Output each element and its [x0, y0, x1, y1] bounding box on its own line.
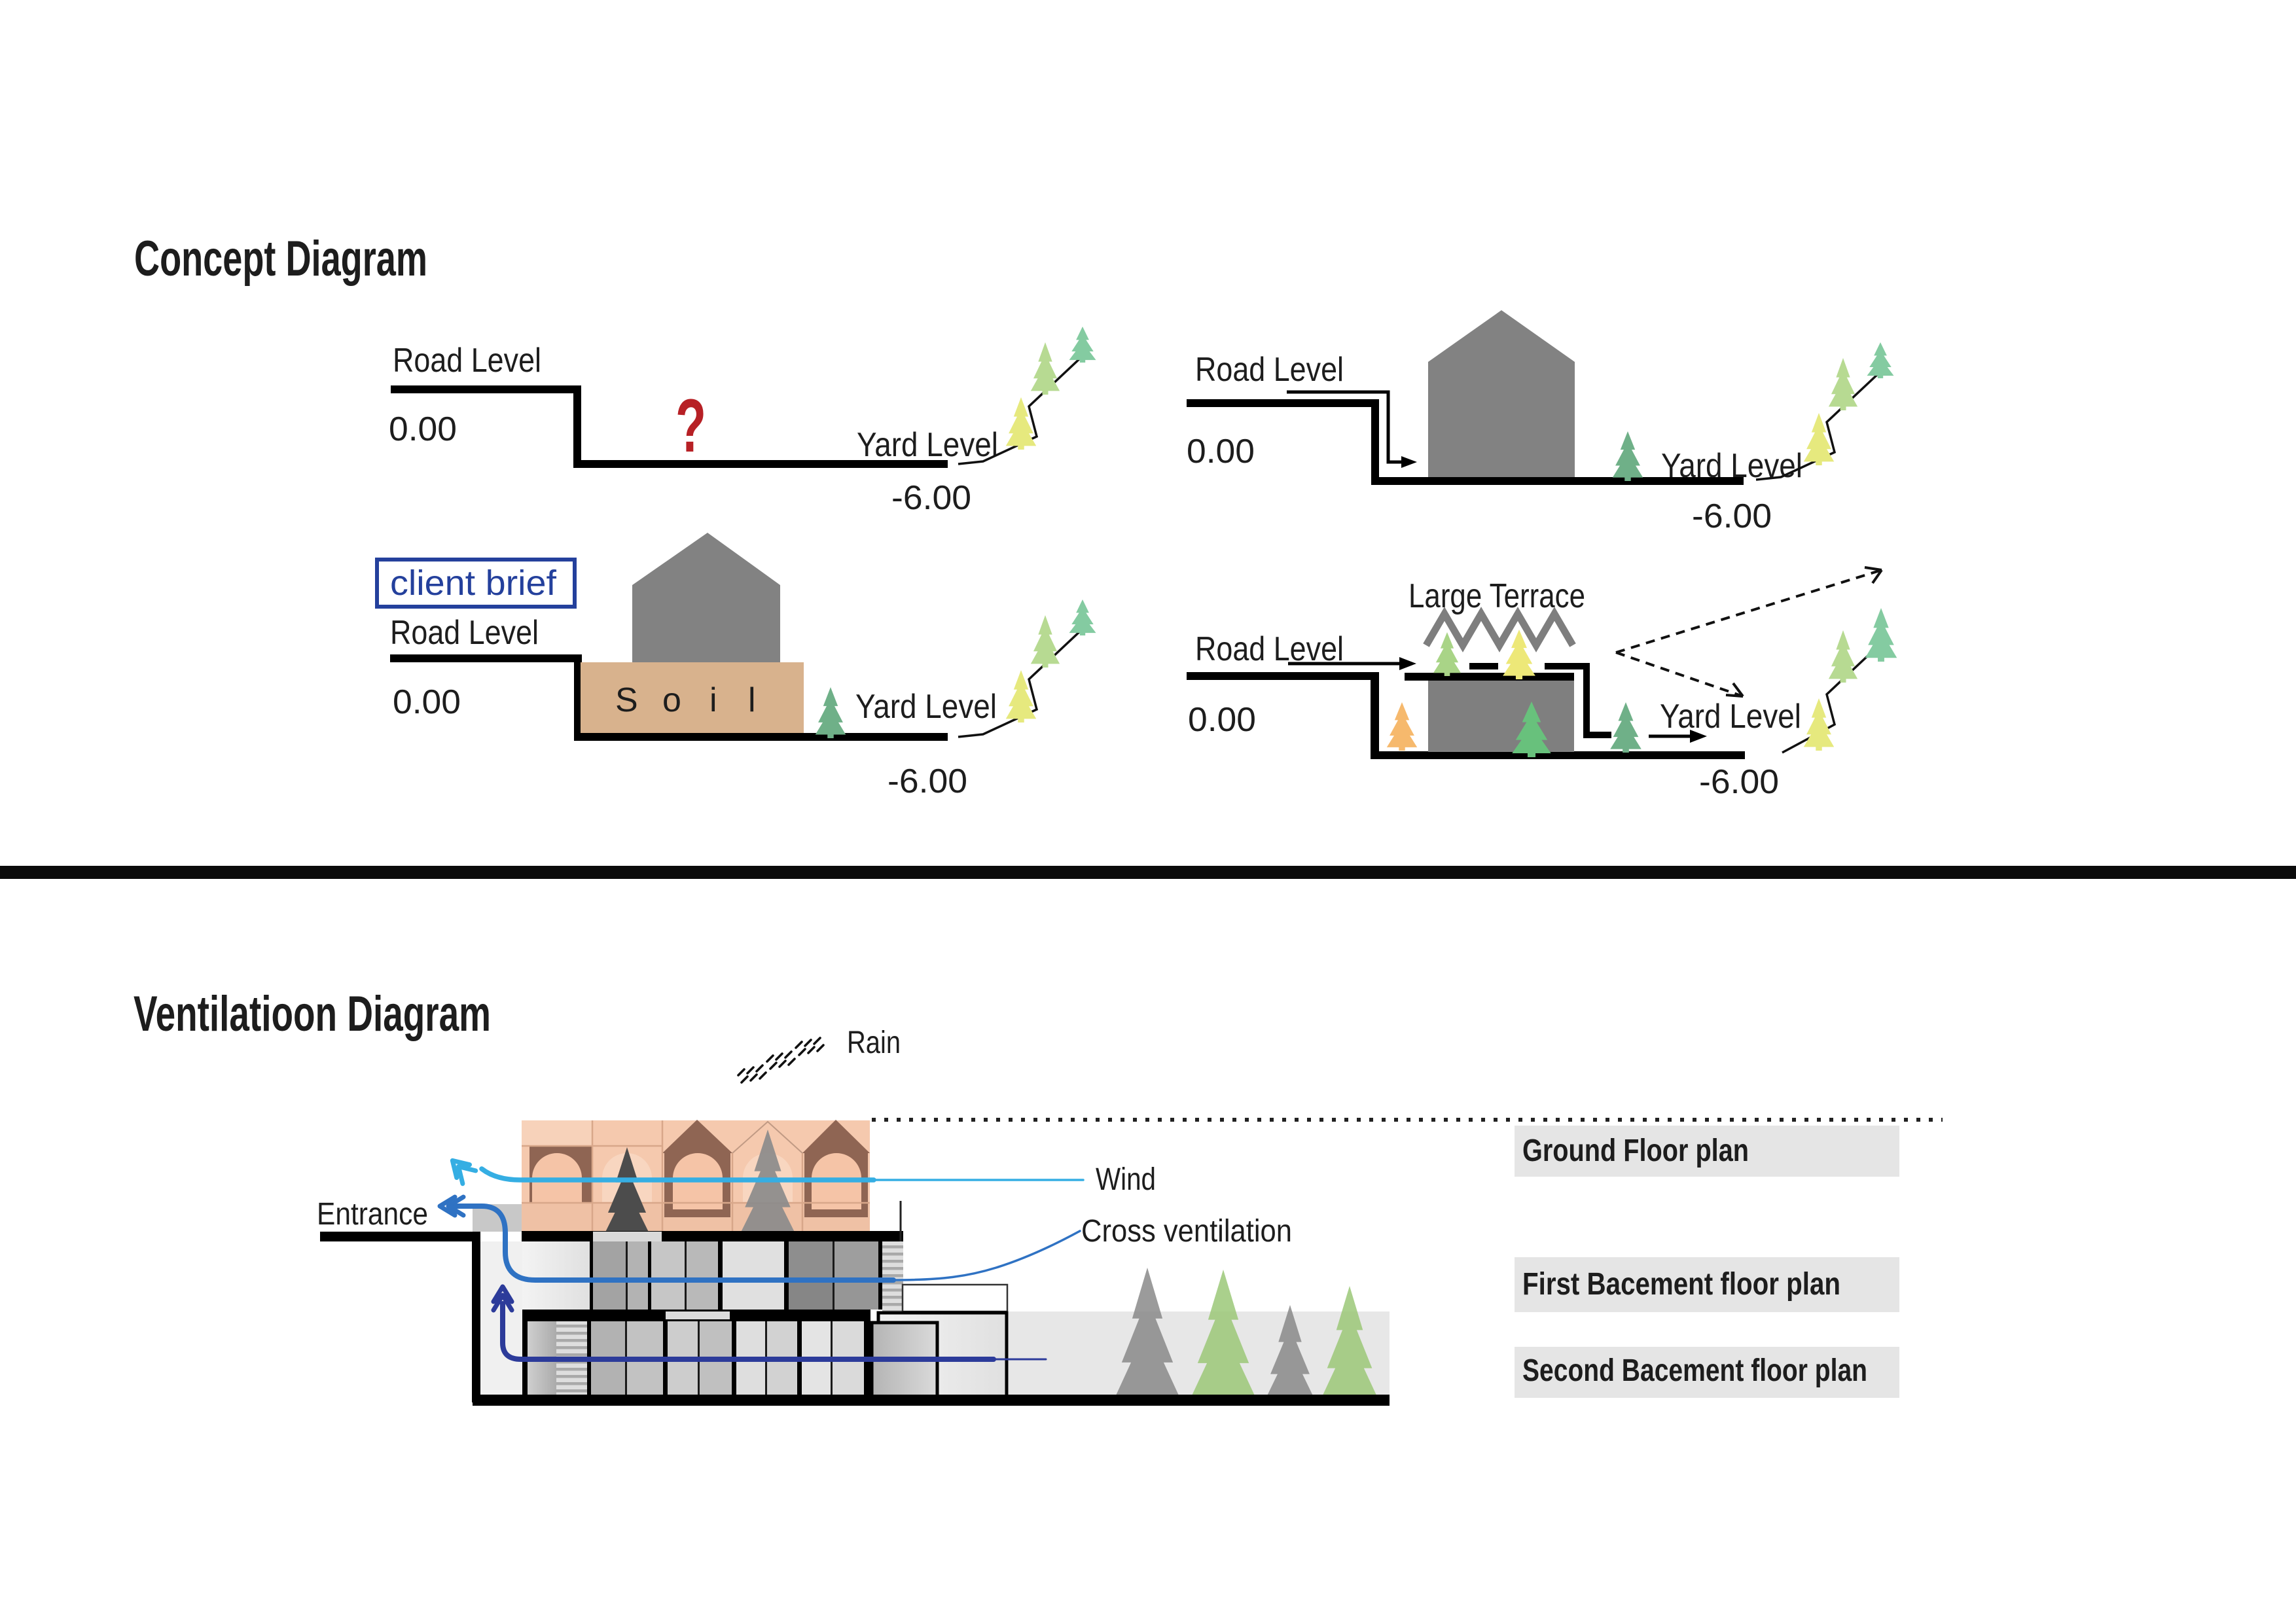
svg-text:Entrance: Entrance — [317, 1197, 428, 1232]
svg-text:0.00: 0.00 — [389, 410, 457, 448]
svg-text:Road Level: Road Level — [393, 342, 541, 380]
svg-text:S: S — [615, 681, 638, 719]
svg-text:o: o — [662, 681, 681, 719]
svg-text:Yard Level: Yard Level — [1661, 447, 1803, 485]
svg-text:Ventilatioon Diagram: Ventilatioon Diagram — [134, 986, 491, 1042]
svg-text:Yard Level: Yard Level — [857, 426, 998, 464]
svg-text:client brief: client brief — [390, 563, 557, 603]
svg-text:-6.00: -6.00 — [888, 762, 967, 800]
svg-text:Ground Floor plan: Ground Floor plan — [1522, 1133, 1749, 1168]
svg-text:-6.00: -6.00 — [891, 479, 971, 517]
svg-text:First Bacement floor plan: First Bacement floor plan — [1522, 1267, 1840, 1302]
svg-text:Rain: Rain — [847, 1026, 901, 1060]
svg-text:?: ? — [675, 384, 706, 468]
svg-text:Road Level: Road Level — [1195, 351, 1344, 389]
svg-text:Yard Level: Yard Level — [855, 688, 997, 726]
svg-text:0.00: 0.00 — [1188, 701, 1256, 739]
svg-text:Yard Level: Yard Level — [1660, 698, 1801, 736]
svg-text:Second Bacement floor plan: Second Bacement floor plan — [1522, 1353, 1867, 1388]
svg-text:Cross ventilation: Cross ventilation — [1081, 1214, 1292, 1249]
svg-text:l: l — [748, 681, 756, 719]
svg-text:Road Level: Road Level — [390, 614, 539, 652]
svg-text:Road Level: Road Level — [1195, 630, 1344, 668]
svg-text:-6.00: -6.00 — [1692, 497, 1772, 535]
svg-text:0.00: 0.00 — [1187, 433, 1255, 471]
svg-text:0.00: 0.00 — [393, 683, 461, 721]
svg-text:i: i — [709, 681, 717, 719]
svg-text:Large Terrace: Large Terrace — [1408, 577, 1585, 615]
svg-text:-6.00: -6.00 — [1699, 763, 1779, 801]
svg-text:Concept Diagram: Concept Diagram — [134, 231, 427, 287]
svg-text:Wind: Wind — [1096, 1162, 1156, 1197]
